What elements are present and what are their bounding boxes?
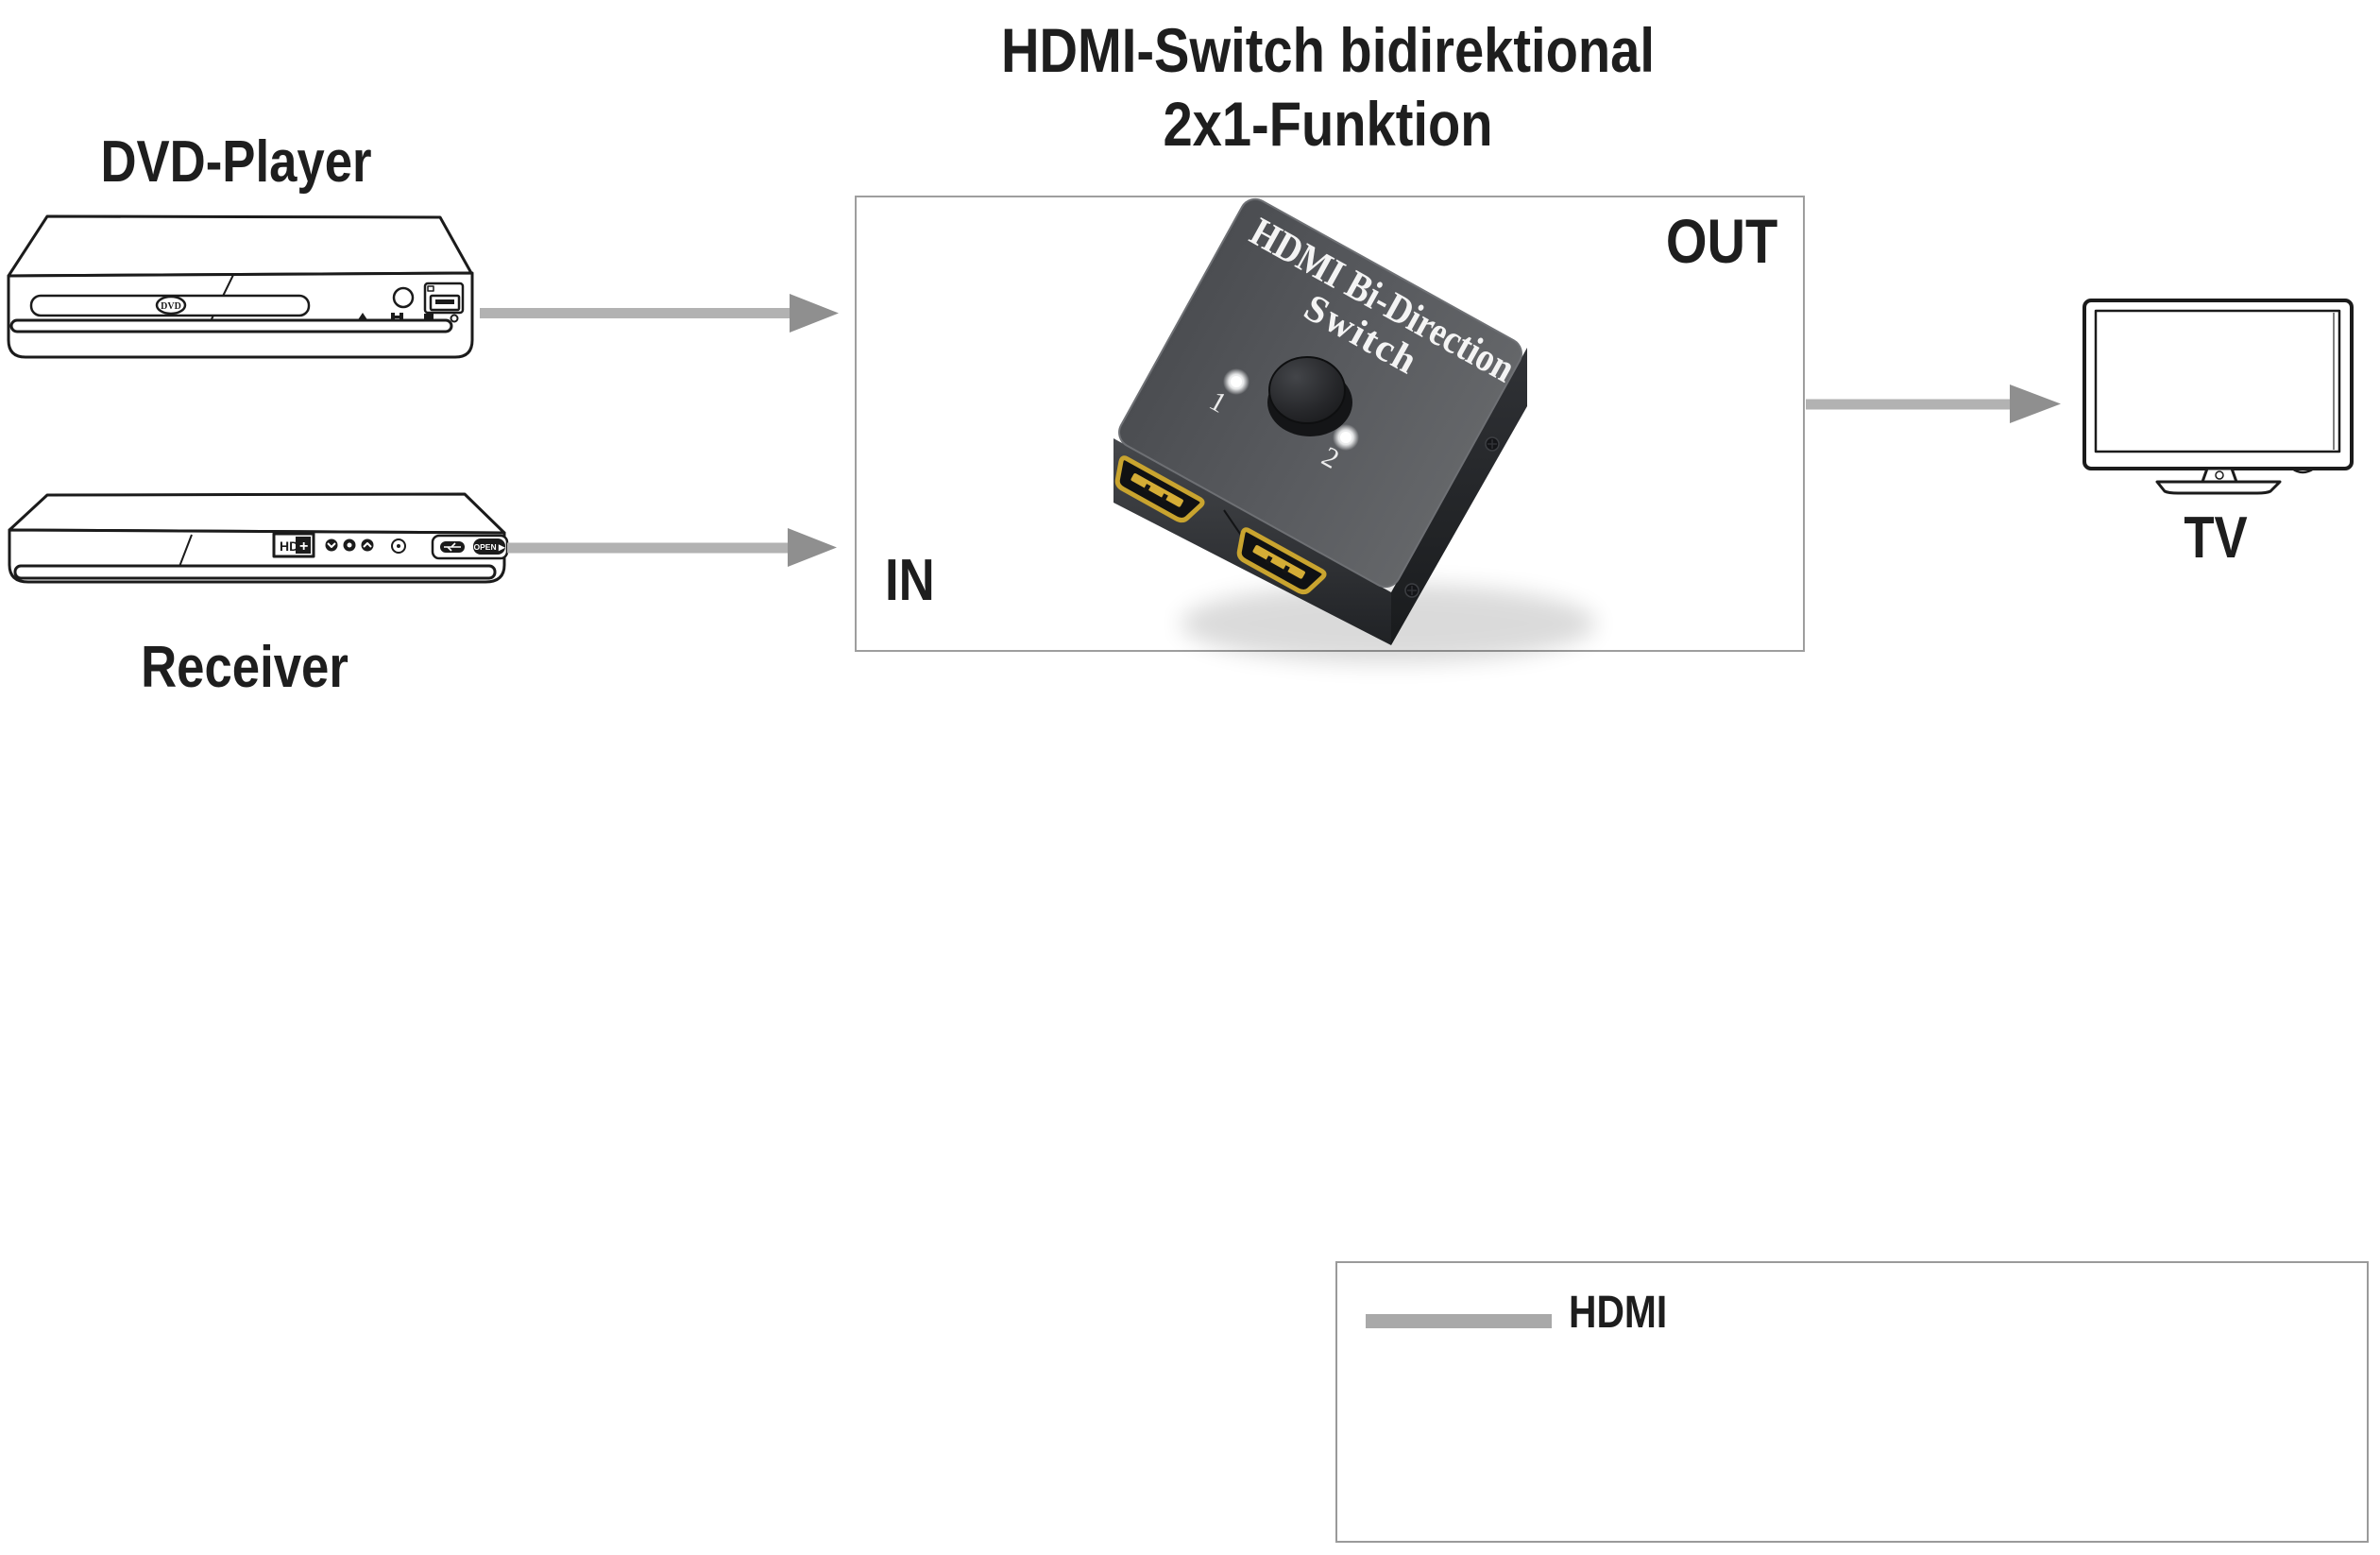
dvd-lid [7,214,473,278]
open-button [473,538,505,555]
receiver-hd-plus-badge: HD + [272,532,315,558]
screw-icon [1404,583,1420,598]
arrow-receiver-to-switch [507,528,837,567]
arrow-head-icon [790,294,839,333]
legend-hdmi-line-swatch [1366,1314,1552,1328]
dvd-logo-text: DVD [161,301,181,312]
dvd-player-label: DVD-Player [100,129,372,195]
page-title: HDMI-Switch bidirektional 2x1-Funktion [1001,13,1655,161]
dvd-round-button [392,286,415,309]
page-title-line2: 2x1-Funktion [1163,89,1493,159]
switch-right-face [1391,348,1527,645]
receiver-bottom-bar [13,564,497,580]
receiver-illustration: HD + OPEN ▶ [8,492,509,584]
receiver-right-panel: OPEN ▶ [431,534,509,560]
hdmi-switch-photo: HDMI Bi-Direction Switch 1 2 [1114,197,1596,663]
tv-label: TV [2184,505,2248,571]
arrow-switch-to-tv [1806,384,2061,423]
dvd-logo-oval [155,295,187,316]
tv-screen [2094,309,2341,453]
svg-text:+: + [299,538,308,555]
page-title-line1: HDMI-Switch bidirektional [1001,15,1655,85]
receiver-nav-buttons [325,538,374,552]
dvd-bottom-bar [9,318,453,333]
dvd-usb-port [423,282,465,315]
arrow-head-icon [788,528,837,567]
led-1-indicator [1223,368,1250,395]
tv-illustration [2082,299,2354,495]
receiver-power-button [391,538,406,554]
dvd-player-illustration: DVD [7,214,474,359]
in-label: IN [885,548,935,613]
tv-stand-base [2155,480,2282,495]
arrow-dvd-to-switch [480,294,839,333]
receiver-lid [8,492,506,535]
svg-text:HD: HD [280,538,298,554]
led-2-indicator [1333,424,1359,451]
hdmi-cable-arrows [480,294,2061,567]
arrow-head-icon [2010,384,2061,423]
out-label: OUT [1665,206,1777,276]
legend-box [1335,1261,2369,1543]
switch-toggle-button [1267,356,1352,436]
open-button-label: OPEN ▶ [474,542,506,552]
receiver-label: Receiver [141,635,348,700]
screw-icon [1485,436,1500,452]
hdmi-port-2 [1236,527,1327,595]
hdmi-port-1 [1114,455,1205,523]
legend-hdmi-label: HDMI [1569,1288,1668,1338]
